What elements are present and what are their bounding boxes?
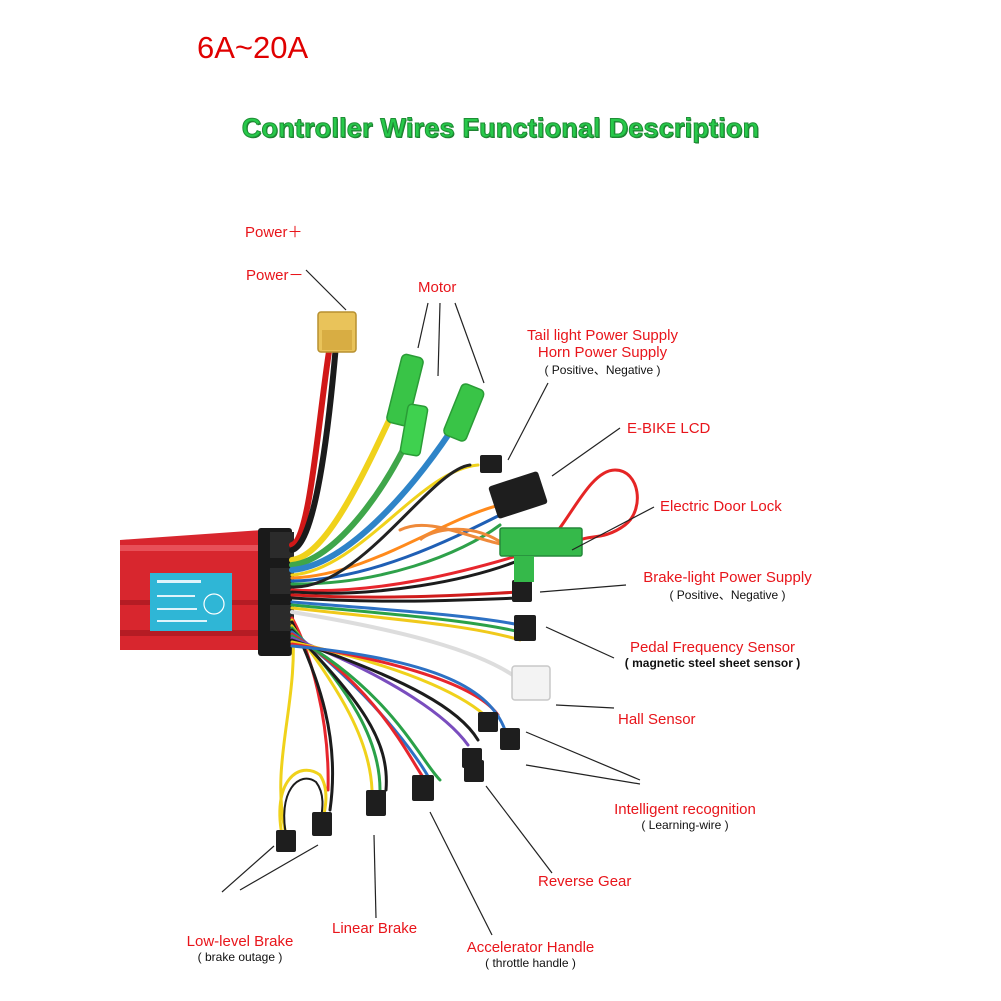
label-brake-light-sub: ( Positive、Negative ) <box>669 588 786 602</box>
hall-sensor-connector <box>511 665 551 701</box>
current-range: 6A~20A <box>197 30 309 65</box>
power-connector <box>317 311 357 353</box>
motor-phase-connectors <box>386 353 485 457</box>
label-brake-light-group: Brake-light Power Supply ( Positive、Nega… <box>615 569 840 603</box>
door-lock-connector <box>499 527 583 557</box>
label-power-plus: Power＋ <box>245 224 303 241</box>
label-intelligent-sub: ( Learning-wire ) <box>641 818 729 832</box>
label-low-brake-sub: ( brake outage ) <box>197 950 283 964</box>
label-pedal: Pedal Frequency Sensor <box>629 639 796 656</box>
label-accelerator: Accelerator Handle <box>466 939 595 956</box>
label-low-brake: Low-level Brake <box>186 933 294 950</box>
door-lock-loop-wire <box>548 468 639 542</box>
small-connectors <box>276 455 548 852</box>
label-tail-light-group: Tail light Power Supply Horn Power Suppl… <box>490 327 715 378</box>
label-hall-sensor: Hall Sensor <box>618 711 696 728</box>
diagram-title: Controller Wires Functional Description <box>241 113 760 144</box>
label-tail-light: Tail light Power Supply <box>527 327 678 344</box>
label-motor: Motor <box>418 279 457 296</box>
pointer-lines <box>221 269 655 936</box>
label-pedal-sub: ( magnetic steel sheet sensor ) <box>624 656 801 670</box>
label-low-brake-group: Low-level Brake ( brake outage ) <box>170 933 310 964</box>
label-accelerator-group: Accelerator Handle ( throttle handle ) <box>448 939 613 970</box>
label-brake-light: Brake-light Power Supply <box>643 569 812 586</box>
label-accelerator-sub: ( throttle handle ) <box>485 956 576 970</box>
label-door-lock: Electric Door Lock <box>660 498 782 515</box>
label-ebike-lcd: E-BIKE LCD <box>627 420 711 437</box>
label-intelligent: Intelligent recognition <box>614 801 756 818</box>
label-intelligent-group: Intelligent recognition ( Learning-wire … <box>590 801 780 832</box>
label-tail-sub: ( Positive、Negative ) <box>544 363 661 377</box>
label-horn: Horn Power Supply <box>537 344 668 361</box>
upper-wire-bundle <box>289 342 522 682</box>
controller-body <box>120 528 294 656</box>
label-pedal-group: Pedal Frequency Sensor ( magnetic steel … <box>600 639 825 670</box>
label-power-minus: Power－ <box>246 267 304 284</box>
lower-wire-bundle <box>278 616 507 842</box>
label-linear-brake: Linear Brake <box>332 920 418 937</box>
label-reverse-gear: Reverse Gear <box>538 873 632 890</box>
